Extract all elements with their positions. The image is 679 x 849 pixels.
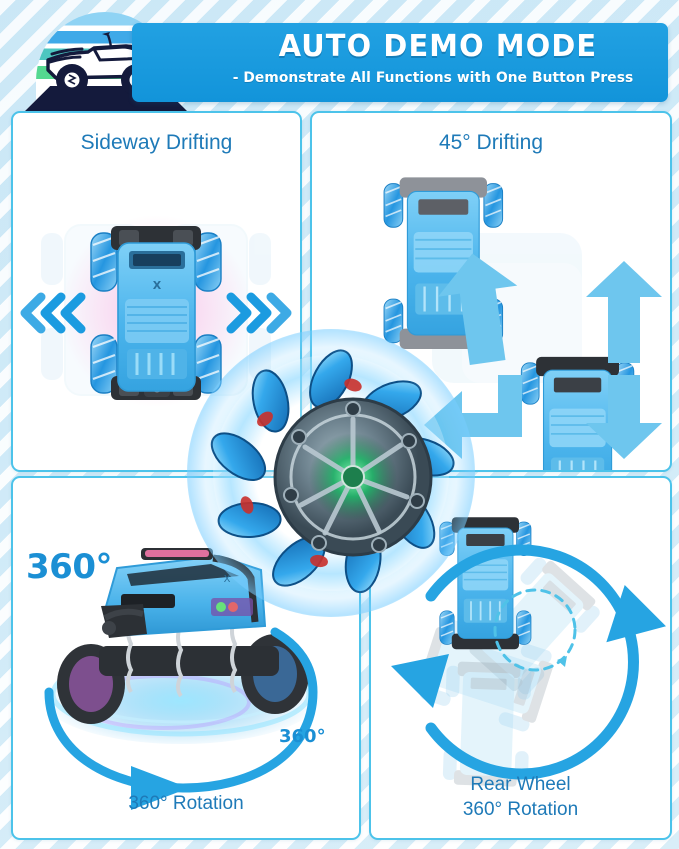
rotation-arrow-circle-icon [425, 544, 639, 780]
rc-car-topdown-icon [439, 517, 532, 650]
header: AUTO DEMO MODE - Demonstrate All Functio… [0, 0, 679, 112]
page-subtitle: - Demonstrate All Functions with One But… [232, 70, 634, 86]
caption-line-2: 360° Rotation [462, 799, 579, 820]
rear-wheel-360-rotation-illustration [391, 517, 666, 787]
rc-car-topdown-icon [520, 356, 635, 470]
chevron-left-triple-icon [20, 292, 86, 334]
arrow-curve-left-icon [438, 253, 518, 365]
page-title: AUTO DEMO MODE [278, 29, 598, 64]
header-banner: AUTO DEMO MODE - Demonstrate All Functio… [132, 23, 668, 102]
svg-text:X: X [153, 279, 162, 292]
mecanum-wheel-closeup-icon [187, 329, 475, 617]
badge-360-small: 360° [279, 726, 326, 747]
panel-title-45-drifting: 45° Drifting [438, 131, 544, 154]
svg-text:X: X [224, 574, 231, 585]
dashed-pivot-arrowhead-icon [557, 656, 567, 667]
ghost-car-rotated-a [465, 557, 600, 695]
wheel-glow-halo [187, 329, 475, 617]
rotation-arrow-ellipse-icon [44, 627, 318, 793]
panel-title-sideway-drifting: Sideway Drifting [80, 131, 233, 154]
panel-caption-360-rotation: 360° Rotation [128, 793, 244, 814]
rotation-arrow-head-right-icon [606, 585, 666, 643]
rc-car-topdown-icon: X [90, 226, 222, 400]
caption-line-1: Rear Wheel [470, 774, 571, 795]
dashed-pivot-circle-icon [493, 588, 577, 672]
sideway-drifting-illustration: X [20, 215, 292, 407]
arrow-curve-down-right-icon [586, 375, 662, 459]
rotation-arrow-head-icon [131, 766, 189, 810]
panel-rear-wheel-360-rotation: Rear Wheel 360° Rotation [369, 476, 672, 840]
panel-caption-rear-wheel-360: Rear Wheel 360° Rotation [371, 772, 670, 822]
arrow-curve-up-right-icon [586, 261, 662, 363]
chevron-right-triple-icon [226, 292, 292, 334]
rotation-arrow-head-left-icon [391, 654, 449, 708]
badge-360-large: 360° [26, 547, 112, 587]
